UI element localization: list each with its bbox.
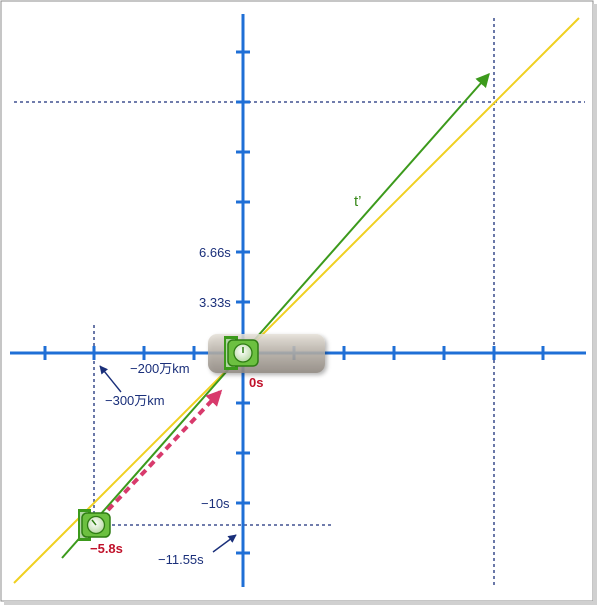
y-tick-label-minus-10: −10s [201,496,230,511]
light-line [13,17,580,584]
pointer-arrow-minus-11-55 [212,534,237,553]
worldline-arrow [61,72,490,559]
y-axis-ticks [236,50,250,555]
pointer-arrow-minus-300 [99,365,122,393]
y-tick-label-6-66: 6.66s [199,245,231,260]
motion-arrow [106,389,223,512]
stopwatch-icon [78,509,111,541]
t-prime-label: t’ [354,193,362,210]
event-time-label: −5.8s [90,541,123,556]
x-tick-label-minus-200: −200万km [130,361,190,376]
event-time-label-minus-11-55: −11.55s [158,552,204,567]
stopwatch-icon [224,336,259,370]
origin-time-label: 0s [249,375,263,390]
y-tick-label-3-33: 3.33s [199,295,231,310]
x-label-minus-300: −300万km [105,393,165,408]
frame-shadow-right [593,4,597,605]
frame-shadow-bottom [4,601,596,605]
guide-lines [14,18,585,587]
